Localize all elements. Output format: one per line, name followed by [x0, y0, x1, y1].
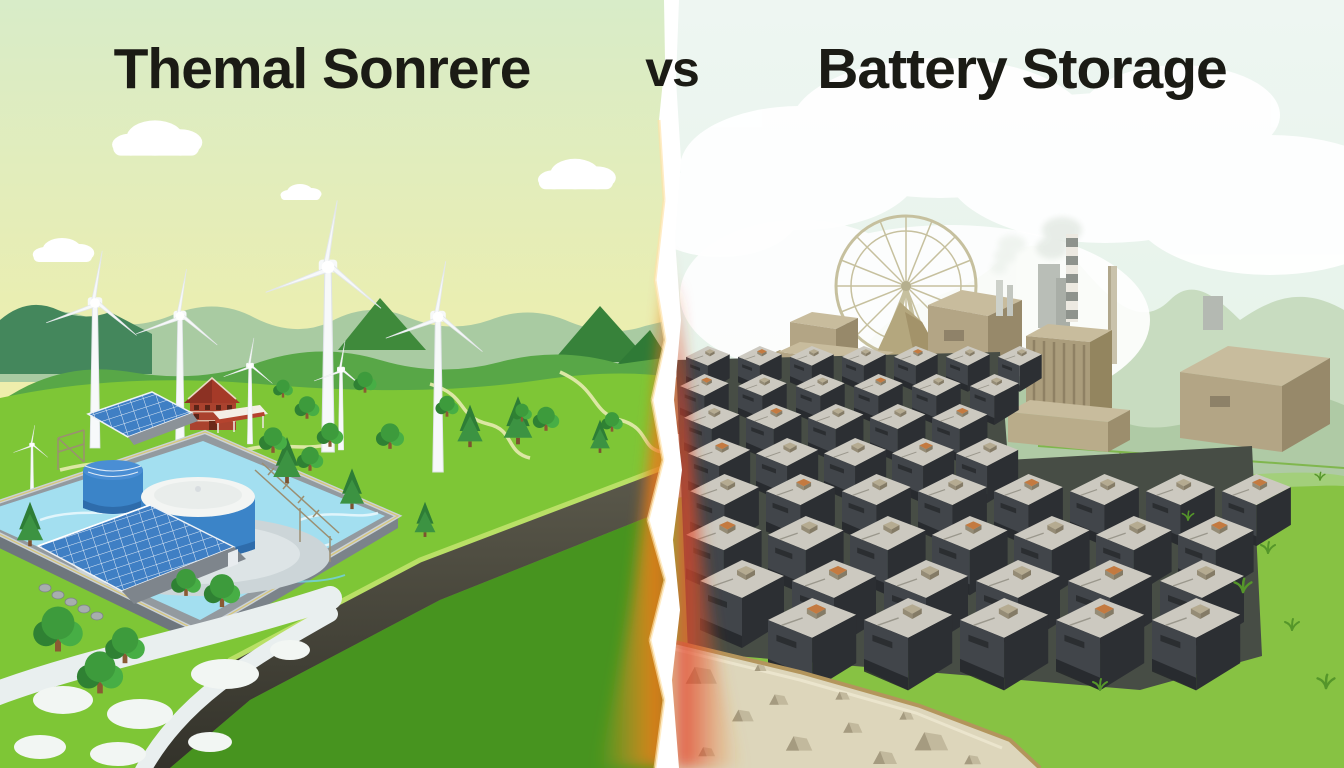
smokestacks — [991, 217, 1223, 364]
divider-tear-core — [648, 0, 682, 768]
slatted-building — [1008, 324, 1130, 452]
farm-house — [184, 376, 268, 433]
right-cloud-masses — [666, 58, 1344, 275]
torn-divider — [598, 0, 742, 768]
stone-fence — [38, 583, 104, 621]
right-scene-battery — [666, 0, 1344, 768]
striped-chimney — [1066, 234, 1078, 322]
factory-buildings — [778, 217, 1330, 452]
divider-glow-right — [676, 280, 742, 768]
left-scene-thermal — [0, 0, 678, 768]
white-pads — [14, 640, 310, 766]
divider-warm-rim — [646, 119, 667, 768]
lattice-truss — [57, 429, 340, 562]
thermal-tank-small — [83, 460, 143, 514]
warehouse — [1180, 346, 1330, 452]
solar-roof-upper — [86, 391, 198, 445]
gravel-yard — [666, 638, 1042, 768]
thermal-facility — [0, 391, 403, 645]
